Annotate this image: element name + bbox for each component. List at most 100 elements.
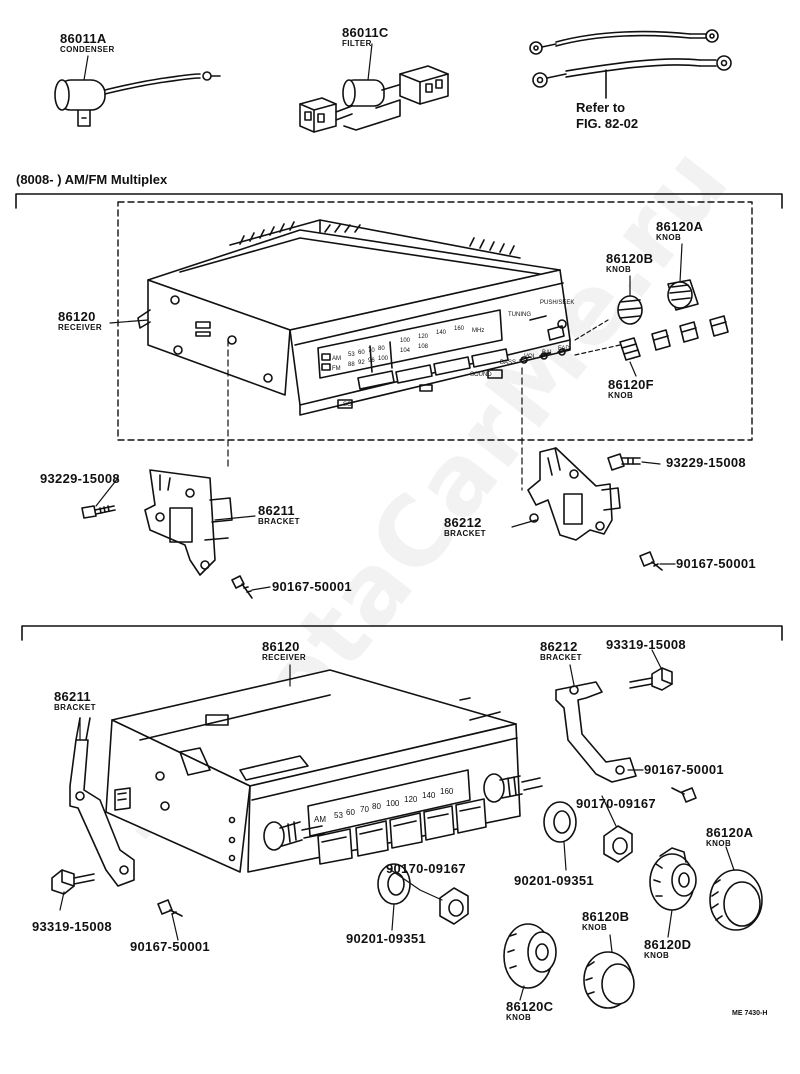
part-number: 86120C bbox=[506, 999, 554, 1014]
panel-freq-row-3-c: 140 bbox=[436, 330, 447, 336]
label-filter: 86011C FILTER bbox=[342, 26, 389, 48]
part-name: FILTER bbox=[342, 39, 372, 48]
part-name: BRACKET bbox=[540, 653, 582, 662]
panel-freq-row-3-d: 160 bbox=[454, 326, 465, 332]
part-name: BRACKET bbox=[444, 529, 486, 538]
part-name: BRACKET bbox=[258, 517, 300, 526]
ground-cable-upper bbox=[529, 29, 719, 55]
panel-vol-text: VOL bbox=[524, 354, 537, 360]
panel-tuning-text: TUNING bbox=[508, 312, 531, 318]
lower-bracket-right bbox=[555, 681, 637, 783]
part-number: 86120A bbox=[656, 219, 704, 234]
dial-freq-7: 160 bbox=[440, 787, 454, 796]
upper-knob-b bbox=[617, 295, 643, 325]
part-number: 86120A bbox=[706, 825, 754, 840]
label-lower-receiver: 86120 RECEIVER bbox=[262, 640, 306, 662]
panel-push-seek-text: PUSH/SEEK bbox=[540, 300, 574, 306]
label-lower-bracket-right: 86212 BRACKET bbox=[540, 640, 582, 662]
lower-receiver bbox=[105, 669, 543, 873]
label-upper-screw-right: 93229-15008 bbox=[666, 455, 746, 470]
upper-tap-right bbox=[639, 551, 663, 571]
part-number: 86211 bbox=[258, 503, 295, 518]
part-number: 86211 bbox=[54, 689, 91, 704]
dial-freq-4: 100 bbox=[386, 799, 400, 808]
upper-frame bbox=[15, 193, 783, 209]
lower-knob-c bbox=[503, 923, 557, 989]
part-number: 86120B bbox=[606, 251, 654, 266]
label-lower-bolt-right: 93319-15008 bbox=[606, 637, 686, 652]
upper-bracket-right bbox=[527, 447, 621, 541]
part-number: 86212 bbox=[444, 515, 482, 530]
panel-sound-text: SOUND bbox=[470, 372, 492, 378]
panel-freq-row-1-a: 53 bbox=[348, 352, 355, 358]
part-number: 86120D bbox=[644, 937, 692, 952]
dial-freq-5: 120 bbox=[404, 795, 418, 804]
part-name: KNOB bbox=[606, 265, 632, 274]
part-name: BRACKET bbox=[54, 703, 96, 712]
panel-so-text: SO bbox=[343, 402, 352, 408]
part-name: KNOB bbox=[656, 233, 682, 242]
receiver-dash-box bbox=[117, 201, 753, 441]
dial-freq-2: 70 bbox=[360, 805, 369, 814]
upper-tap-left bbox=[231, 575, 253, 599]
panel-freq-row-2-a: 88 bbox=[348, 362, 355, 368]
part-number: 86120F bbox=[608, 377, 654, 392]
label-upper-screw-left: 93229-15008 bbox=[40, 471, 120, 486]
lower-knob-a bbox=[709, 869, 763, 931]
dial-freq-3: 80 bbox=[372, 802, 381, 811]
upper-screw-left bbox=[81, 505, 116, 519]
panel-freq-row-3-a: 100 bbox=[400, 338, 411, 344]
label-lower-tap-right: 90167-50001 bbox=[644, 762, 724, 777]
upper-knob-f bbox=[619, 315, 729, 361]
condenser-part bbox=[54, 71, 221, 127]
dial-freq-0: 53 bbox=[334, 811, 343, 820]
part-number: 86120 bbox=[58, 309, 96, 324]
lower-bracket-left bbox=[69, 717, 135, 887]
part-name: KNOB bbox=[706, 839, 732, 848]
label-lower-bolt-left: 93319-15008 bbox=[32, 919, 112, 934]
lower-tap-right bbox=[671, 787, 697, 803]
lower-bolt-left bbox=[51, 869, 95, 895]
refer-note-line1: Refer to bbox=[576, 100, 626, 115]
diagram-code: ME 7430-H bbox=[732, 1010, 768, 1017]
panel-freq-row-4-a: 104 bbox=[400, 348, 411, 354]
panel-freq-row-2-c: 96 bbox=[368, 358, 375, 364]
upper-knob-a bbox=[667, 279, 699, 311]
upper-panel-text: TUNING PUSH/SEEK AM FM SO 53 60 70 80 88… bbox=[332, 300, 574, 408]
label-upper-knob-f: 86120F KNOB bbox=[608, 378, 654, 400]
upper-screw-right bbox=[607, 453, 641, 471]
refer-note: Refer to FIG. 82-02 bbox=[576, 100, 638, 131]
label-lower-nut-left: 90170-09167 bbox=[386, 861, 466, 876]
lower-frame bbox=[21, 625, 783, 641]
panel-freq-row-2-d: 100 bbox=[378, 356, 389, 362]
dial-freq-6: 140 bbox=[422, 791, 436, 800]
label-upper-bracket-right: 86212 BRACKET bbox=[444, 516, 486, 538]
label-lower-knob-d: 86120D KNOB bbox=[644, 938, 691, 960]
part-number: 86120B bbox=[582, 909, 630, 924]
part-name: RECEIVER bbox=[262, 653, 307, 662]
panel-freq-row-4-b: 108 bbox=[418, 344, 429, 350]
lower-washer-right bbox=[543, 801, 577, 843]
dial-freq-1: 60 bbox=[346, 808, 355, 817]
label-upper-bracket-left: 86211 BRACKET bbox=[258, 504, 300, 526]
label-lower-tap-left: 90167-50001 bbox=[130, 939, 210, 954]
label-condenser: 86011A CONDENSER bbox=[60, 32, 115, 54]
lower-knob-d bbox=[649, 847, 697, 911]
part-number: 86011C bbox=[342, 25, 389, 40]
ground-cable-lower bbox=[532, 55, 732, 88]
panel-freq-row-2-b: 92 bbox=[358, 360, 365, 366]
section-title: (8008- ) AM/FM Multiplex bbox=[16, 172, 168, 187]
label-lower-knob-c: 86120C KNOB bbox=[506, 1000, 553, 1022]
part-name: KNOB bbox=[582, 923, 608, 932]
panel-freq-row-1-c: 70 bbox=[368, 348, 375, 354]
lower-dial-text: AM 53 60 70 80 100 120 140 160 bbox=[314, 787, 454, 824]
label-lower-washer-left: 90201-09351 bbox=[346, 931, 426, 946]
upper-bracket-left bbox=[144, 469, 233, 576]
dial-am-text: AM bbox=[314, 815, 326, 824]
panel-fad-text: FAD bbox=[558, 346, 570, 352]
label-upper-receiver: 86120 RECEIVER bbox=[58, 310, 102, 332]
upper-receiver bbox=[137, 219, 571, 416]
label-lower-knob-a: 86120A KNOB bbox=[706, 826, 753, 848]
panel-freq-row-3-b: 120 bbox=[418, 334, 429, 340]
refer-note-line2: FIG. 82-02 bbox=[576, 115, 639, 131]
